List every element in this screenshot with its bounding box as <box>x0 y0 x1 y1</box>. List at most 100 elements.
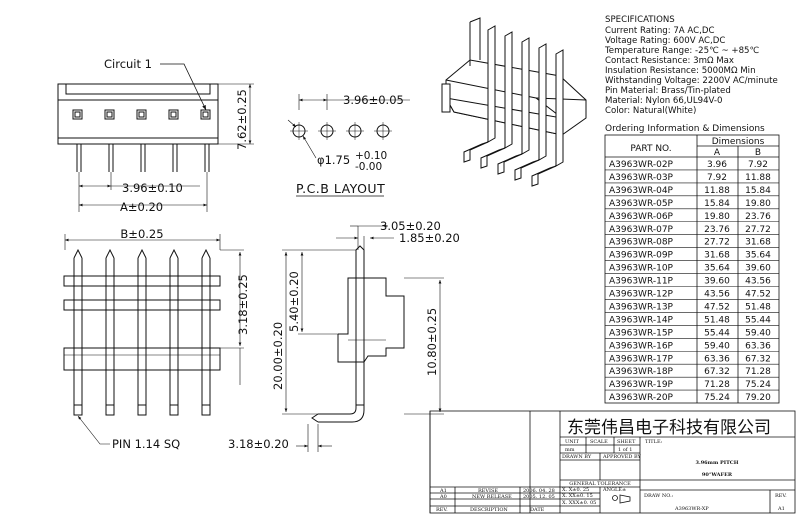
dim-b-cell: 55.44 <box>745 315 771 325</box>
spec-line: Current Rating: 7A AC,DC <box>605 26 715 36</box>
pcb-holes <box>290 122 392 140</box>
dim-b-cell: 31.68 <box>745 238 771 248</box>
part-number-cell: A3963WR-19P <box>609 380 674 390</box>
part-number-cell: A3963WR-15P <box>609 328 674 338</box>
dim-a-cell: 67.32 <box>704 367 730 377</box>
rev-row-rev: A1 <box>439 488 447 494</box>
rev-value: A1 <box>777 506 785 512</box>
ordering-heading: Ordering Information & Dimensions <box>605 124 765 134</box>
unit-value: mm <box>565 447 575 453</box>
dim-a-cell: 51.48 <box>704 315 730 325</box>
pcb-layout-view <box>287 94 410 159</box>
part-number-cell: A3963WR-03P <box>609 173 674 183</box>
part-number-cell: A3963WR-14P <box>609 315 674 325</box>
dim-b-cell: 63.36 <box>745 341 771 351</box>
dim-5-40: 5.40±0.20 <box>287 271 301 332</box>
dim-10-80: 10.80±0.25 <box>425 308 439 376</box>
dim-3-18-bottom: 3.18±0.20 <box>228 437 289 451</box>
part-number-cell: A3963WR-04P <box>609 186 674 196</box>
front-view-pins <box>73 248 211 416</box>
rev-label: REV. <box>775 493 787 499</box>
dim-a-cell: 47.52 <box>704 302 730 312</box>
dim-3-96-pitch: 3.96±0.10 <box>122 181 183 195</box>
part-number-cell: A3963WR-12P <box>609 290 674 300</box>
tolerance-3: X. XXX±0. 05 <box>562 500 596 506</box>
part-number-cell: A3963WR-18P <box>609 367 674 377</box>
dim-b-cell: 19.80 <box>745 199 771 209</box>
dim-a-cell: 59.40 <box>704 341 730 351</box>
dim-b-cell: 71.28 <box>745 367 771 377</box>
dim-b-cell: 51.48 <box>745 302 771 312</box>
dim-1-85: 1.85±0.20 <box>399 231 460 245</box>
dim-hole-tol-plus: +0.10 <box>355 150 387 162</box>
dim-b-cell: 39.60 <box>745 264 771 274</box>
rev-row-date: 2006. 04. 28 <box>523 488 555 494</box>
dim-b-cell: 43.56 <box>745 277 771 287</box>
dim-pcb-pitch: 3.96±0.05 <box>343 93 404 107</box>
dim-hole-diameter: φ1.75 <box>317 153 350 167</box>
title-label: TITLE: <box>645 439 663 445</box>
dim-b-cell: 7.92 <box>748 160 768 170</box>
isometric-pins <box>463 25 564 187</box>
dim-b-cell: 35.64 <box>745 251 771 261</box>
col-rev-header: REV. <box>436 507 448 513</box>
col-dimensions: Dimensions <box>712 137 765 147</box>
spec-line: Contact Resistance: 3mΩ Max <box>605 56 734 66</box>
part-number-cell: A3963WR-07P <box>609 225 674 235</box>
dim-3-05: 3.05±0.20 <box>380 219 441 233</box>
part-number-cell: A3963WR-02P <box>609 160 674 170</box>
part-number-cell: A3963WR-20P <box>609 393 674 403</box>
company-name: 东莞伟昌电子科技有限公司 <box>567 418 771 438</box>
pin-size-note: PIN 1.14 SQ <box>112 437 180 451</box>
dim-b-cell: 27.72 <box>745 225 771 235</box>
dim-b-cell: 75.24 <box>745 380 771 390</box>
dim-a-cell: 7.92 <box>707 173 727 183</box>
spec-line: Withstanding Voltage: 2200V AC/minute <box>605 76 778 86</box>
unit-label: UNIT <box>565 439 580 445</box>
dim-a-cell: 27.72 <box>704 238 730 248</box>
tolerance-2: X. XX±0. 15 <box>562 493 593 499</box>
approved-by-label: APPROVED BY <box>602 454 642 460</box>
rev-row-rev: A0 <box>439 494 447 500</box>
tolerance-1: X. X±0. 25 <box>562 487 589 493</box>
isometric-view <box>441 17 587 187</box>
spec-line: Insulation Resistance: 5000MΩ Min <box>605 66 756 76</box>
part-number-cell: A3963WR-06P <box>609 212 674 222</box>
dim-a-cell: 23.76 <box>704 225 730 235</box>
col-desc-header: DESCRIPTION <box>470 507 508 513</box>
dim-a-cell: 75.24 <box>704 393 730 403</box>
general-tolerance-label: GENERAL TOLERANCE <box>569 481 631 487</box>
part-number-cell: A3963WR-05P <box>609 199 674 209</box>
part-number-cell: A3963WR-13P <box>609 302 674 312</box>
sheet-label: SHEET <box>617 439 636 445</box>
front-view <box>63 234 244 445</box>
specifications-block: SPECIFICATIONS Current Rating: 7A AC,DC … <box>604 15 778 116</box>
title-block-text: 东莞伟昌电子科技有限公司 UNIT mm SCALE SHEET 1 of 1 … <box>436 418 787 513</box>
dim-b-cell: 79.20 <box>745 393 771 403</box>
dim-b-cell: 23.76 <box>745 212 771 222</box>
dim-a-cell: 31.68 <box>704 251 730 261</box>
col-date-header: DATE <box>530 507 545 513</box>
spec-line: Color: Natural(White) <box>605 106 696 116</box>
dim-20-00: 20.00±0.20 <box>271 322 285 390</box>
spec-heading: SPECIFICATIONS <box>605 15 675 25</box>
side-view <box>282 224 444 452</box>
drawn-by-label: DRAWN BY <box>562 454 592 460</box>
col-part-no: PART NO. <box>630 144 671 154</box>
part-number-cell: A3963WR-11P <box>609 277 674 287</box>
pcb-layout-caption: P.C.B LAYOUT <box>296 181 385 196</box>
top-view <box>57 63 254 212</box>
title-line-2: 90°WAFER <box>702 472 733 478</box>
part-number-cell: A3963WR-08P <box>609 238 674 248</box>
dim-b-cell: 15.84 <box>745 186 771 196</box>
dim-a-cell: 35.64 <box>704 264 730 274</box>
ordering-table: Ordering Information & Dimensions PART N… <box>604 124 780 404</box>
col-a: A <box>714 148 721 158</box>
dim-b-cell: 47.52 <box>745 290 771 300</box>
col-b: B <box>755 148 761 158</box>
title-block <box>429 410 796 514</box>
dim-a-cell: 19.80 <box>704 212 730 222</box>
top-view-pins <box>72 109 211 172</box>
